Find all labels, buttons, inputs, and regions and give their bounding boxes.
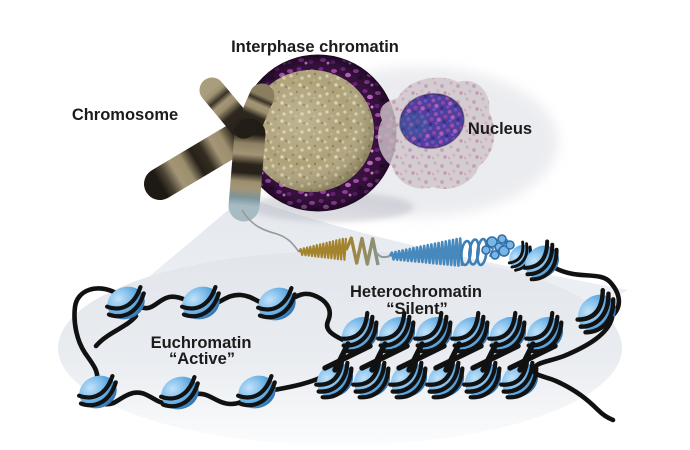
euchromatin-string-top — [138, 291, 346, 343]
label-interphase-chromatin: Interphase chromatin — [231, 38, 399, 56]
euchromatin-string-left-loop — [72, 286, 119, 384]
label-nucleus: Nucleus — [468, 120, 532, 138]
dna-string-tail — [531, 315, 616, 423]
chromosome-arm-lower-right — [228, 118, 266, 222]
nucleus-cell — [377, 77, 495, 189]
dna-thread — [241, 209, 300, 253]
blue-coil-30nm-fiber — [388, 237, 464, 267]
heterochromatin-string-right-loop — [552, 265, 622, 319]
cell-nucleus — [399, 93, 465, 149]
bead-cluster — [481, 234, 515, 260]
chromosome-arm-lower-left — [144, 118, 260, 200]
label-heterochromatin: Heterochromatin — [350, 283, 482, 301]
label-euchromatin: Euchromatin — [151, 334, 252, 352]
fiber-connector — [375, 251, 391, 259]
chromosome-figure — [144, 77, 275, 222]
label-heterochromatin-state: “Silent” — [386, 300, 447, 318]
chromosome-centromere — [234, 119, 258, 139]
labels: Interphase chromatin Chromosome Nucleus … — [72, 38, 532, 368]
label-euchromatin-state: “Active” — [169, 350, 235, 368]
nucleus-highlight — [399, 112, 429, 138]
label-chromosome: Chromosome — [72, 106, 178, 124]
euchromatin-string-inner — [93, 313, 139, 349]
interphase-chromatin-blob — [239, 54, 414, 222]
nucleosome-field — [72, 236, 624, 423]
gold-coil-30nm-fiber — [298, 237, 348, 261]
heterochromatin-weave-crossings — [322, 341, 558, 373]
transition-zigzag-fiber — [344, 236, 380, 266]
chromosome-arm-upper-left — [199, 77, 255, 139]
chromatin-fiber — [241, 209, 515, 267]
